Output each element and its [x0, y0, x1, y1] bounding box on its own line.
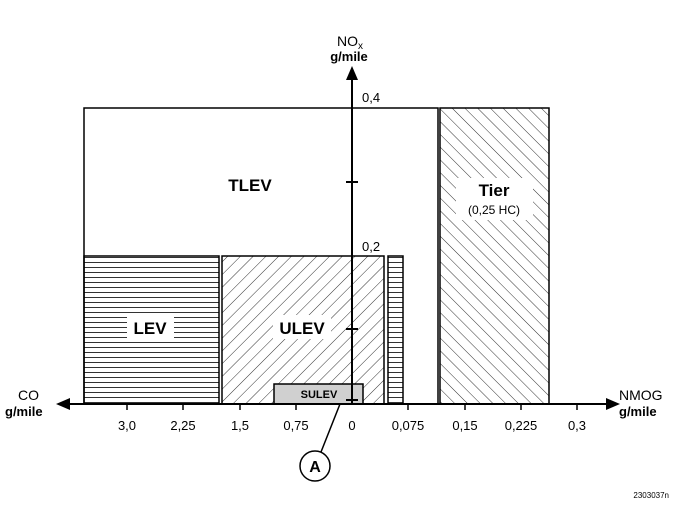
y-axis-label-nox: NOx [337, 33, 363, 52]
right-axis-label-unit: g/mile [619, 404, 657, 419]
nmog-tick-label: 0,225 [505, 418, 538, 433]
co-tick-label: 1,5 [231, 418, 249, 433]
tier-label: Tier [479, 181, 510, 200]
nmog-tick-label: 0,075 [392, 418, 425, 433]
co-tick-label: 3,0 [118, 418, 136, 433]
co-tick-label: 2,25 [170, 418, 195, 433]
figure-id: 2303037n [633, 491, 669, 500]
nmog-tick-label: 0,15 [452, 418, 477, 433]
callout-circle [299, 450, 331, 482]
lev-label: LEV [133, 319, 167, 338]
right-axis-label-nmog: NMOG [619, 387, 663, 403]
callout-leader [320, 403, 341, 453]
left-arrow-icon [56, 398, 70, 410]
lev-nmog-region [387, 255, 404, 405]
sulev-label: SULEV [301, 389, 338, 401]
right-arrow-icon [606, 398, 620, 410]
y-axis-label-unit: g/mile [330, 49, 368, 64]
tier-region [439, 107, 550, 405]
left-axis-label-unit: g/mile [5, 404, 43, 419]
nmog-tick-label: 0,3 [568, 418, 586, 433]
up-arrow-icon [346, 66, 358, 80]
callout-label: A [309, 459, 321, 476]
y-tick-label: 0,2 [362, 239, 380, 254]
co-tick-label: 0,75 [283, 418, 308, 433]
y-tick-label: 0,4 [362, 90, 380, 105]
tier-sublabel: (0,25 HC) [468, 203, 520, 217]
zero-tick-label: 0 [348, 418, 355, 433]
tlev-label: TLEV [228, 176, 272, 195]
ulev-label: ULEV [279, 319, 325, 338]
left-axis-label-co: CO [18, 387, 39, 403]
